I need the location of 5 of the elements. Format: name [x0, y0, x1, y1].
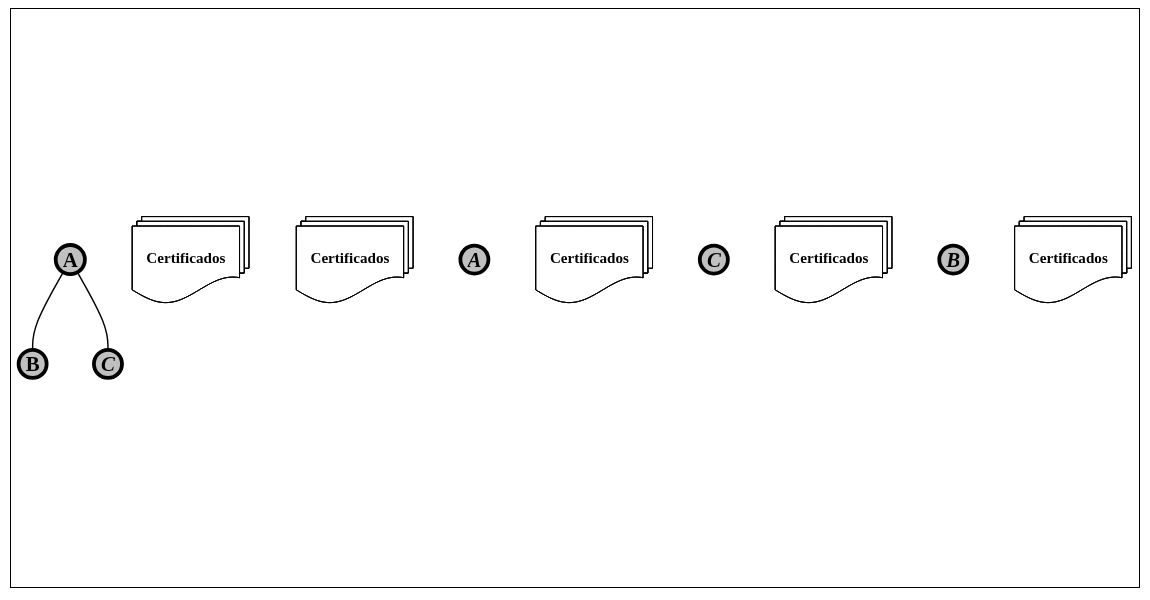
node-circle: B — [16, 347, 49, 380]
node-circle: A — [53, 243, 87, 277]
node-circle: B — [937, 243, 970, 276]
node-circle: C — [92, 347, 124, 380]
node-circle: C — [697, 243, 730, 276]
